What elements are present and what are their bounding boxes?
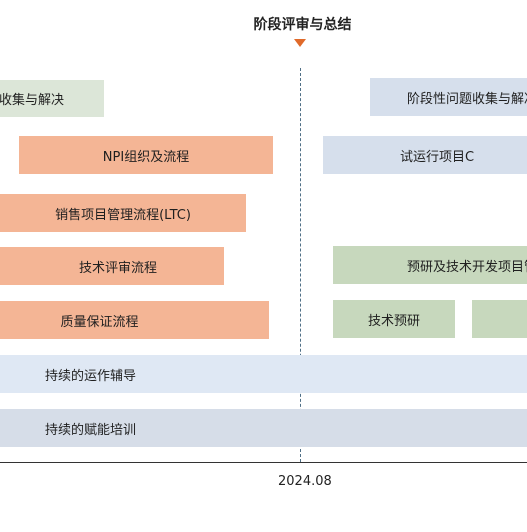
- enablement-training-bar: 持续的赋能培训: [0, 409, 527, 447]
- tech-research-bar: 技术预研: [333, 300, 455, 338]
- npi-label: NPI组织及流程: [102, 149, 190, 165]
- research-project-bar: 预研及技术开发项目管理: [333, 246, 527, 284]
- left-issue-collection-label: 阶段性问题收集与解决: [0, 93, 65, 108]
- tech-research-next-bar: [472, 300, 527, 338]
- research-project-label: 预研及技术开发项目管理: [407, 259, 527, 275]
- timeline-date: 2024.08: [278, 474, 332, 489]
- left-issue-collection-bar: 阶段性问题收集与解决: [0, 80, 104, 117]
- diagram-title: 阶段评审与总结: [253, 17, 352, 33]
- trial-project-label: 试运行项目C: [400, 149, 475, 165]
- operation-coaching-label: 持续的运作辅导: [45, 368, 137, 384]
- ltc-bar: 销售项目管理流程(LTC): [0, 194, 246, 232]
- quality-bar: 质量保证流程: [0, 301, 269, 339]
- npi-bar: NPI组织及流程: [19, 136, 273, 174]
- ltc-label: 销售项目管理流程(LTC): [55, 207, 191, 223]
- tech-review-bar: 技术评审流程: [0, 247, 224, 285]
- right-issue-collection-bar: 阶段性问题收集与解决: [370, 78, 527, 116]
- milestone-marker-icon: [294, 39, 306, 47]
- trial-project-bar: 试运行项目C: [323, 136, 527, 174]
- right-issue-collection-label: 阶段性问题收集与解决: [407, 91, 527, 107]
- quality-label: 质量保证流程: [60, 314, 139, 330]
- operation-coaching-bar: 持续的运作辅导: [0, 355, 527, 393]
- tech-review-label: 技术评审流程: [78, 260, 157, 276]
- milestone-divider: [300, 68, 301, 462]
- enablement-training-label: 持续的赋能培训: [45, 422, 137, 438]
- tech-research-label: 技术预研: [367, 313, 420, 329]
- timeline-axis: [0, 462, 527, 463]
